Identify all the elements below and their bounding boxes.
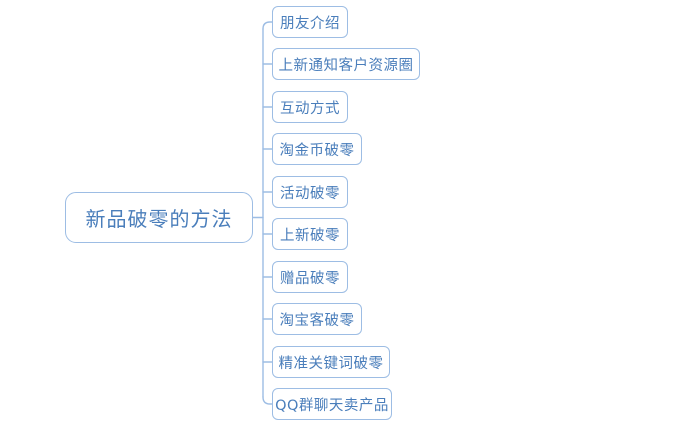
branch-node-label: 朋友介绍	[280, 15, 340, 32]
branch-node[interactable]: 淘宝客破零	[272, 303, 362, 335]
branch-node-label: 互动方式	[280, 100, 340, 117]
root-node[interactable]: 新品破零的方法	[65, 192, 253, 243]
branch-node[interactable]: 淘金币破零	[272, 133, 362, 165]
branch-node[interactable]: 上新通知客户资源圈	[272, 48, 420, 80]
branch-node[interactable]: QQ群聊天卖产品	[272, 388, 392, 420]
branch-node[interactable]: 朋友介绍	[272, 6, 348, 38]
branch-node-label: 淘金币破零	[279, 142, 355, 159]
branch-node-label: 上新通知客户资源圈	[278, 57, 414, 74]
branch-node[interactable]: 活动破零	[272, 176, 348, 208]
branch-node-label: 活动破零	[280, 185, 340, 202]
branch-node-label: QQ群聊天卖产品	[275, 397, 389, 414]
branch-node[interactable]: 上新破零	[272, 218, 348, 250]
branch-node-label: 精准关键词破零	[278, 355, 384, 372]
branch-node-label: 淘宝客破零	[279, 312, 355, 329]
branch-node-label: 赠品破零	[280, 270, 340, 287]
branch-connector	[262, 21, 273, 30]
branch-node[interactable]: 互动方式	[272, 91, 348, 123]
branch-node[interactable]: 赠品破零	[272, 261, 348, 293]
branch-connector	[262, 396, 273, 405]
root-node-label: 新品破零的方法	[85, 207, 233, 231]
branch-node-label: 上新破零	[280, 227, 340, 244]
branch-node[interactable]: 精准关键词破零	[272, 346, 390, 378]
